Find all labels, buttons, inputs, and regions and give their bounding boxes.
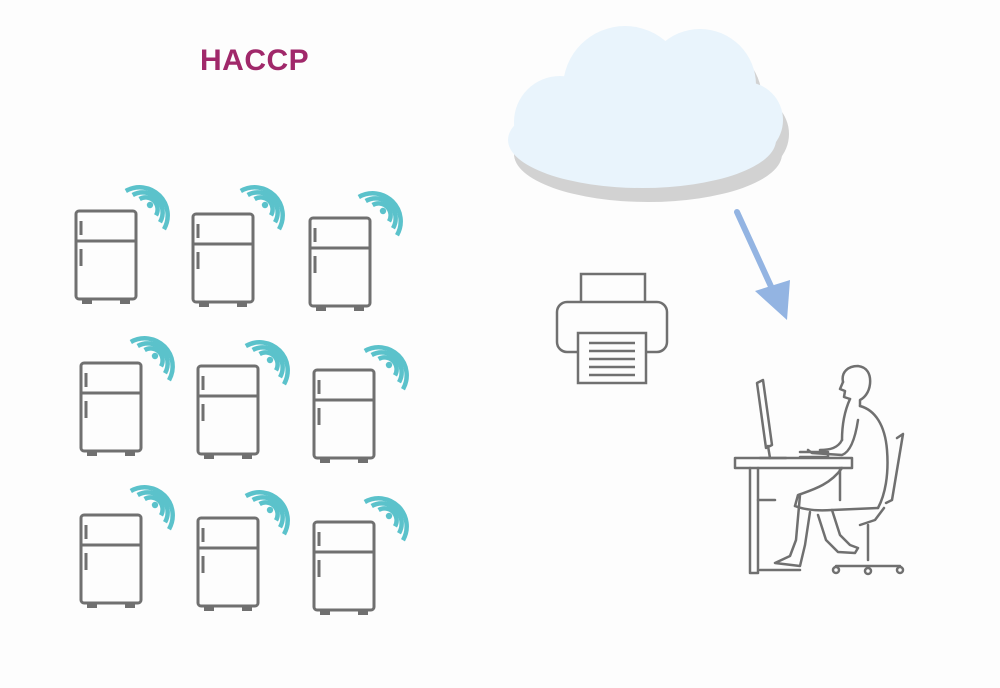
wifi-signal-icon	[131, 487, 173, 529]
fridge-1	[76, 187, 168, 304]
wifi-signal-icon	[365, 347, 407, 389]
fridge-5	[198, 342, 288, 459]
refrigerator-icon	[76, 211, 136, 304]
person-at-computer-icon	[735, 366, 903, 574]
printer-icon	[557, 274, 667, 383]
refrigerator-icon	[81, 363, 141, 456]
wifi-signal-icon	[241, 187, 283, 229]
refrigerator-icon	[314, 522, 374, 615]
wifi-signal-icon	[131, 338, 173, 380]
refrigerator-icon	[193, 214, 253, 307]
wifi-signal-icon	[359, 193, 401, 235]
arrow-down-icon	[737, 212, 790, 320]
fridge-6	[314, 347, 407, 463]
fridge-3	[310, 193, 401, 311]
fridge-2	[193, 187, 283, 307]
cloud-icon	[508, 26, 789, 202]
fridge-8	[198, 492, 288, 611]
wifi-signal-icon	[126, 187, 168, 229]
refrigerator-icon	[314, 370, 374, 463]
fridge-9	[314, 498, 407, 615]
wifi-signal-icon	[246, 342, 288, 384]
wifi-signal-icon	[246, 492, 288, 534]
refrigerator-icon	[81, 515, 141, 608]
fridge-4	[81, 338, 173, 456]
refrigerator-icon	[310, 218, 370, 311]
refrigerator-icon	[198, 518, 258, 611]
fridge-7	[81, 487, 173, 608]
fridge-grid	[76, 187, 407, 615]
refrigerator-icon	[198, 366, 258, 459]
wifi-signal-icon	[365, 498, 407, 540]
